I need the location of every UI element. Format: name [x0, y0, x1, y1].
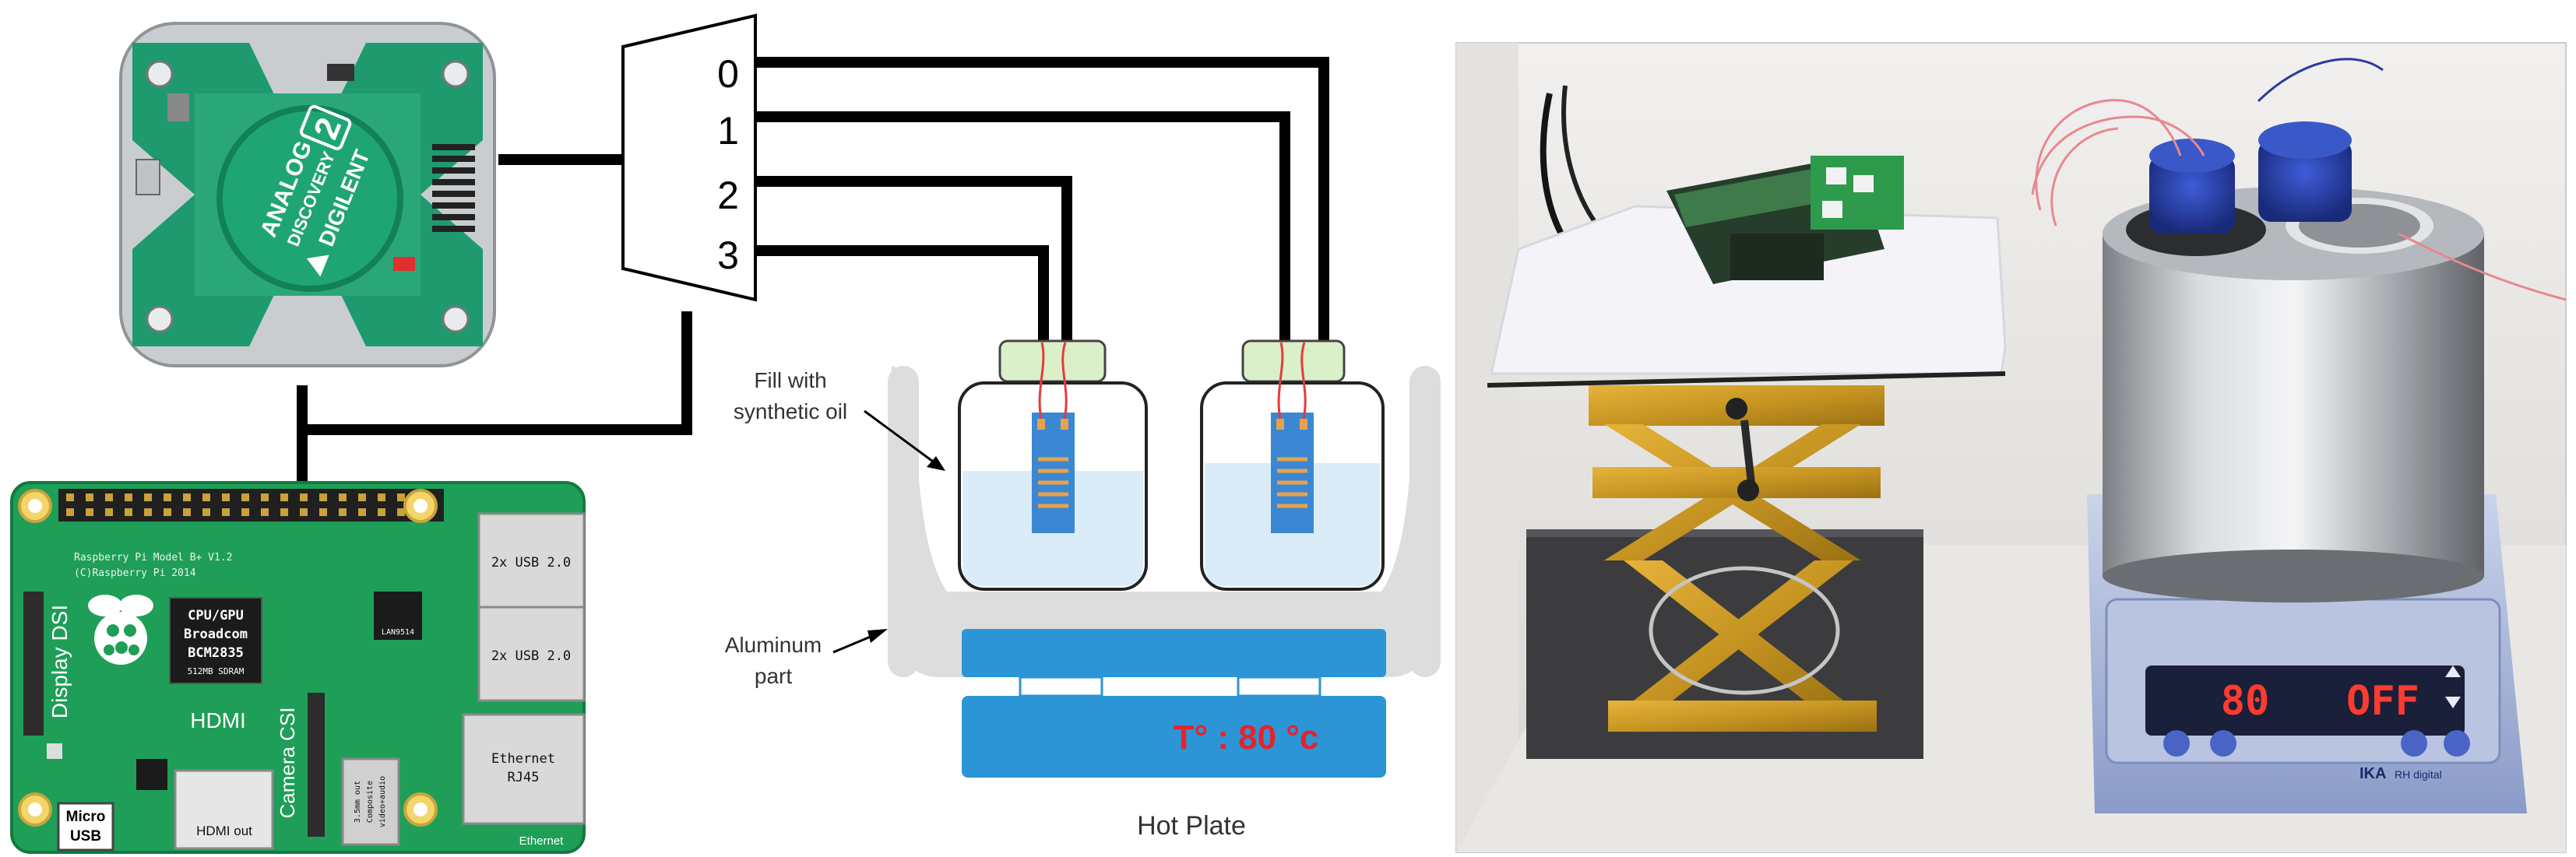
- hdmi-label: HDMI: [190, 708, 246, 732]
- photo-brand: IKA: [2360, 765, 2386, 782]
- cpu-label-4: 512MB SDRAM: [188, 666, 245, 676]
- micro-usb-label-1: Micro: [66, 809, 106, 825]
- mux-channel-0: 0: [717, 52, 739, 96]
- aluminum-label-2: part: [755, 664, 792, 688]
- usb-bottom-label: 2x USB 2.0: [491, 648, 571, 664]
- wiring: [297, 57, 1329, 486]
- cpu-label-3: BCM2835: [188, 645, 244, 661]
- audio-label-3: video+audio: [378, 776, 387, 827]
- rj45-label: RJ45: [508, 770, 540, 785]
- rpi-model-label: Raspberry Pi Model B+ V1.2: [74, 552, 233, 564]
- audio-jack: [341, 757, 400, 846]
- fill-label-1: Fill with: [754, 368, 826, 392]
- mux-channel-1: 1: [717, 109, 739, 153]
- lan-chip-label: LAN9514: [382, 628, 414, 637]
- photo-display-status: OFF: [2346, 678, 2419, 725]
- photo-display-temperature: 80: [2221, 678, 2270, 725]
- raspberry-logo-icon: [88, 595, 153, 665]
- usb-top-label: 2x USB 2.0: [491, 555, 571, 571]
- cpu-label-1: CPU/GPU: [188, 608, 244, 623]
- analog-discovery-device: ANALOG DISCOVERY 2 DIGILENT: [119, 22, 496, 367]
- aluminum-arrow-icon: [867, 629, 888, 643]
- cpu-label-2: Broadcom: [184, 627, 248, 642]
- aluminum-label-1: Aluminum: [725, 633, 822, 657]
- ethernet-port: [462, 713, 586, 825]
- rpi-copyright-label: (C)Raspberry Pi 2014: [74, 567, 196, 579]
- lab-photo: 80 OFF IKA RH digital: [1455, 42, 2567, 853]
- raspberry-pi-board: Raspberry Pi Model B+ V1.2 (C)Raspberry …: [10, 481, 586, 854]
- ethernet-label: Ethernet: [491, 751, 555, 767]
- aluminum-plate: [962, 629, 1386, 677]
- fill-label-2: synthetic oil: [734, 399, 847, 423]
- digilent-logo-icon: [306, 255, 329, 277]
- camera-csi-label: Camera CSI: [276, 707, 299, 818]
- lan-chip: [374, 592, 422, 640]
- hdmi-out-label: HDMI out: [196, 824, 252, 838]
- mux-channel-3: 3: [717, 234, 739, 277]
- multiplexer: 0 1 2 3: [621, 13, 757, 302]
- micro-usb-label-2: USB: [70, 828, 101, 845]
- sample-bottle-2: [1200, 339, 1385, 591]
- temperature-label: T° : 80 °c: [1174, 718, 1319, 757]
- test-setup-diagram: T° : 80 °c Fill with synthetic oil Alumi…: [725, 339, 1441, 841]
- usb-port-bottom: [477, 606, 586, 702]
- hot-plate: [962, 696, 1386, 778]
- audio-label-1: 3.5mm out: [354, 781, 362, 823]
- usb-port-top: [477, 512, 586, 609]
- display-dsi-label: Display DSI: [48, 605, 72, 718]
- hdmi-out-port: [174, 769, 274, 850]
- micro-usb-port: [57, 802, 114, 852]
- photo-model: RH digital: [2395, 768, 2442, 781]
- mux-channel-2: 2: [717, 174, 739, 217]
- fill-arrow-icon: [927, 456, 945, 471]
- sample-bottle-1: [958, 339, 1148, 591]
- ethernet-edge-label: Ethernet: [519, 834, 565, 848]
- hot-plate-label: Hot Plate: [1137, 811, 1246, 841]
- audio-label-2: Composite: [366, 781, 375, 823]
- cpu-chip: [169, 597, 262, 684]
